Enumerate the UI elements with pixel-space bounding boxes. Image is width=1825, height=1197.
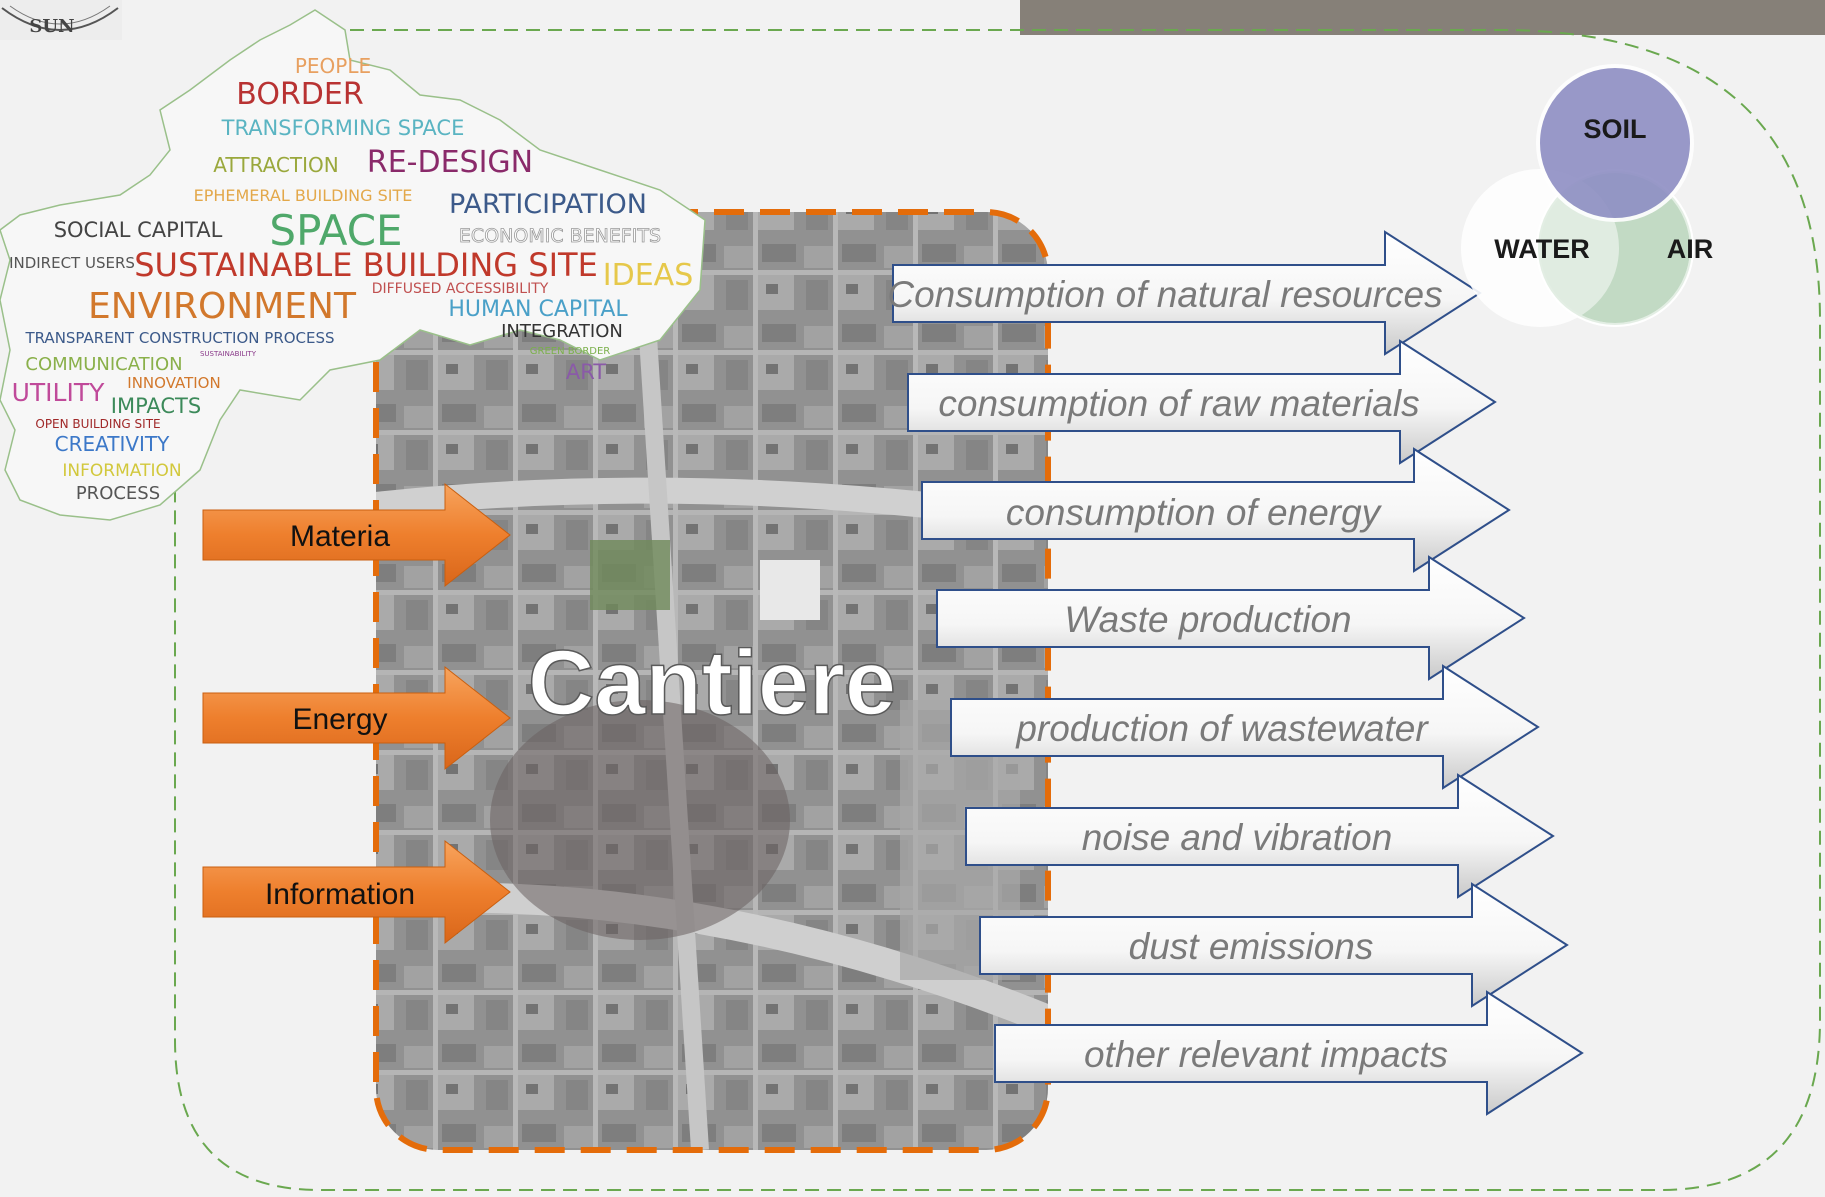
word-social-capital: SOCIAL CAPITAL xyxy=(54,218,223,242)
output-arrow-wastewater: production of wastewater xyxy=(950,664,1540,790)
output-label-wastewater: production of wastewater xyxy=(1015,708,1429,749)
input-label-energy: Energy xyxy=(292,703,387,736)
word-integration: INTEGRATION xyxy=(501,321,623,342)
venn-label-soil: SOIL xyxy=(1583,114,1646,144)
word-cloud: PEOPLE BORDER TRANSFORMING SPACE ATTRACT… xyxy=(0,9,706,521)
university-logo: SUN xyxy=(0,0,122,40)
output-label-raw-materials: consumption of raw materials xyxy=(938,383,1419,424)
venn-label-air: AIR xyxy=(1667,234,1714,264)
output-arrow-raw-materials: consumption of raw materials xyxy=(907,339,1497,465)
output-label-noise: noise and vibration xyxy=(1082,817,1393,858)
word-diffused-accessibility: DIFFUSED ACCESSIBILITY xyxy=(372,281,549,297)
word-ephemeral-building-site: EPHEMERAL BUILDING SITE xyxy=(194,186,413,205)
word-space: SPACE xyxy=(269,206,402,255)
word-creativity: CREATIVITY xyxy=(55,432,171,456)
input-arrow-materia: Materia xyxy=(202,482,511,588)
word-green-border: GREEN BORDER xyxy=(530,346,611,357)
word-sustainable-building-site: SUSTAINABLE BUILDING SITE xyxy=(134,246,598,284)
venn-diagram: SOIL WATER AIR xyxy=(1461,64,1714,327)
word-economic-benefits: ECONOMIC BENEFITS xyxy=(459,225,661,247)
word-utility: UTILITY xyxy=(12,378,106,407)
word-communication: COMMUNICATION xyxy=(25,354,182,375)
dashed-frame xyxy=(174,29,1821,1191)
input-label-materia: Materia xyxy=(290,520,390,553)
region-outline xyxy=(0,9,706,521)
word-information: INFORMATION xyxy=(62,461,181,481)
word-impacts: IMPACTS xyxy=(111,394,201,418)
word-transparent-construction-process: TRANSPARENT CONSTRUCTION PROCESS xyxy=(24,329,334,347)
output-arrow-noise: noise and vibration xyxy=(965,773,1555,899)
word-human-capital: HUMAN CAPITAL xyxy=(448,297,628,322)
site-label: Cantiere xyxy=(528,632,896,734)
output-arrow-waste: Waste production xyxy=(936,555,1526,681)
word-transforming-space: TRANSFORMING SPACE xyxy=(221,116,465,140)
output-arrow-other: other relevant impacts xyxy=(994,990,1584,1116)
venn-label-water: WATER xyxy=(1494,234,1590,264)
word-people: PEOPLE xyxy=(295,54,371,78)
output-label-other: other relevant impacts xyxy=(1084,1034,1448,1075)
output-arrow-dust: dust emissions xyxy=(979,882,1569,1008)
word-participation: PARTICIPATION xyxy=(449,189,647,220)
word-environment: ENVIRONMENT xyxy=(88,286,357,327)
word-innovation: INNOVATION xyxy=(127,374,220,392)
word-border: BORDER xyxy=(236,77,363,112)
word-indirect-users: INDIRECT USERS xyxy=(9,254,135,272)
output-label-energy: consumption of energy xyxy=(1006,492,1383,533)
output-arrow-natural-resources: Consumption of natural resources xyxy=(887,230,1482,356)
word-art: ART xyxy=(566,360,606,384)
word-process: PROCESS xyxy=(76,483,160,504)
word-ideas: IDEAS xyxy=(603,258,693,293)
input-arrow-energy: Energy xyxy=(202,665,511,771)
output-label-natural-resources: Consumption of natural resources xyxy=(887,274,1442,315)
word-attraction: ATTRACTION xyxy=(213,153,338,177)
venn-soil-circle xyxy=(1536,64,1694,222)
logo-text: SUN xyxy=(29,16,74,37)
output-arrow-energy: consumption of energy xyxy=(921,447,1511,573)
input-label-information: Information xyxy=(265,878,415,911)
word-re-design: RE-DESIGN xyxy=(367,145,533,180)
word-open-building-site: OPEN BUILDING SITE xyxy=(35,417,160,431)
header-bar xyxy=(1020,0,1825,35)
output-label-dust: dust emissions xyxy=(1129,926,1374,967)
word-sustainability: SUSTAINABILITY xyxy=(200,350,257,358)
output-label-waste: Waste production xyxy=(1064,599,1351,640)
input-arrow-information: Information xyxy=(202,839,511,945)
